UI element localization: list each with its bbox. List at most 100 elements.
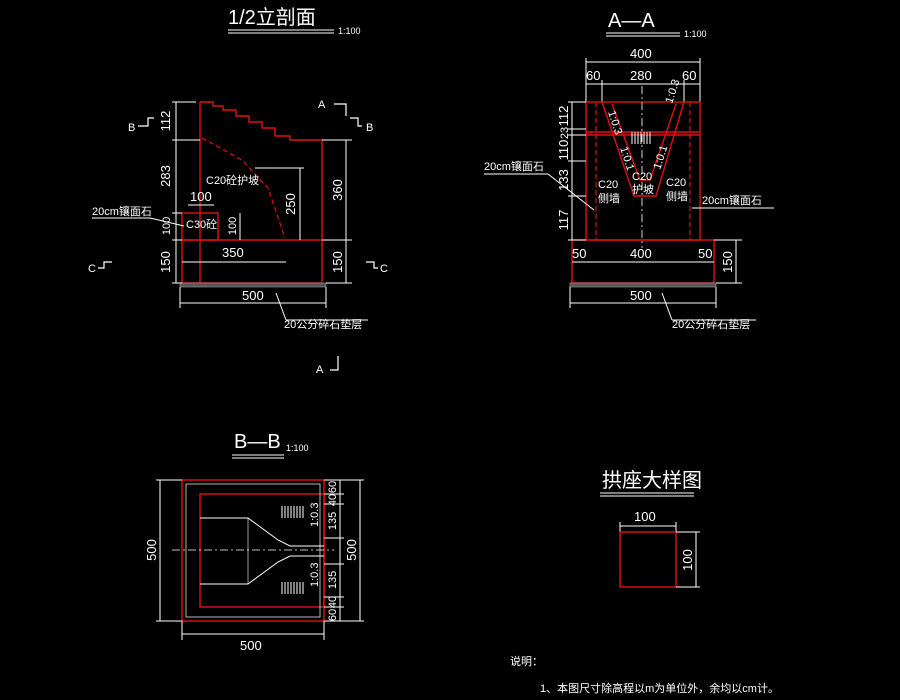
arch-seat-block bbox=[619, 531, 677, 588]
bb-slope-top: 1:0.3 bbox=[309, 503, 321, 527]
aa-slope-2: 1:0.3 bbox=[663, 78, 682, 105]
aa-dim-v112: 112 bbox=[556, 106, 571, 127]
elevation-c30-block bbox=[181, 212, 219, 241]
aa-dim-v117: 117 bbox=[556, 210, 571, 231]
aa-dim-mid280: 280 bbox=[630, 68, 652, 83]
elevation-dim-360: 360 bbox=[330, 179, 345, 201]
aa-dim-b400: 400 bbox=[630, 246, 652, 261]
bb-facing-outline bbox=[185, 483, 321, 618]
elevation-dim-350: 350 bbox=[222, 245, 244, 260]
elevation-dim-100c: 100 bbox=[227, 217, 239, 235]
aa-dim-left60: 60 bbox=[586, 68, 600, 83]
section-mark-a-bottom: A bbox=[316, 364, 324, 376]
section-mark-a-top-bracket bbox=[334, 103, 347, 116]
elevation-label-gravel: 20公分碎石垫层 bbox=[284, 317, 362, 331]
elevation-dim-250: 250 bbox=[283, 193, 298, 215]
notes-item-1: 1、本图尺寸除高程以m为单位外，余均以cm计。 bbox=[540, 681, 779, 695]
aa-gravel-layer bbox=[569, 282, 717, 288]
aa-dim-b50r: 50 bbox=[698, 246, 712, 261]
section-aa-scale: 1:100 bbox=[684, 29, 707, 39]
aa-dim-v110: 110 bbox=[556, 140, 571, 161]
aa-leader-gravel bbox=[661, 292, 673, 321]
notes: 说明： 1、本图尺寸除高程以m为单位外，余均以cm计。 bbox=[510, 654, 779, 695]
elevation-dim-112: 112 bbox=[158, 111, 173, 132]
elevation-dim-500: 500 bbox=[242, 288, 264, 303]
arch-seat-title: 拱座大样图 bbox=[602, 469, 702, 492]
aa-label-c20-right: C20 bbox=[666, 177, 686, 189]
bb-dim-r60b: 60 bbox=[327, 609, 339, 621]
aa-dim-b50l: 50 bbox=[572, 246, 586, 261]
aa-dim-b150: 150 bbox=[720, 251, 735, 273]
elevation-dim-150b: 150 bbox=[330, 251, 345, 273]
section-bb-scale: 1:100 bbox=[286, 443, 309, 453]
bb-dim-r135b: 135 bbox=[327, 571, 339, 589]
aa-slope-3: 1:0.1 bbox=[617, 145, 636, 172]
bb-dim-bottom500: 500 bbox=[240, 638, 262, 653]
elevation-leader-gravel bbox=[275, 292, 287, 321]
bb-dim-r60a: 60 bbox=[327, 481, 339, 493]
elevation-leader-facing-2 bbox=[149, 217, 185, 227]
arch-seat-dim-height: 100 bbox=[680, 549, 695, 571]
section-bb-title: B—B bbox=[234, 431, 281, 453]
arch-seat-view: 拱座大样图 100 100 bbox=[600, 469, 702, 588]
section-aa-title: A—A bbox=[608, 10, 655, 32]
bb-slope-bottom: 1:0.3 bbox=[309, 563, 321, 587]
section-mark-c-right-bracket bbox=[366, 261, 378, 269]
bb-dim-r40b: 40 bbox=[327, 596, 339, 608]
aa-dim-v133: 133 bbox=[556, 169, 571, 191]
elevation-dim-150a: 150 bbox=[158, 251, 173, 273]
aa-channel-inner bbox=[611, 103, 677, 181]
bb-inner-wall bbox=[199, 493, 325, 608]
section-aa-view: A—A 1:100 400 60 280 60 bbox=[484, 10, 774, 331]
aa-channel-trapezoid bbox=[601, 101, 685, 197]
elevation-scale: 1:100 bbox=[338, 26, 361, 36]
section-mark-b-right-bracket bbox=[350, 117, 362, 127]
aa-label-c20-left: C20 bbox=[598, 179, 618, 191]
bb-outer-wall bbox=[181, 479, 325, 622]
elevation-gravel-layer bbox=[179, 282, 327, 288]
elevation-label-c30: C30砼 bbox=[186, 218, 217, 231]
bb-channel-top bbox=[200, 517, 324, 547]
aa-hatch bbox=[631, 132, 651, 144]
section-mark-a-bottom-bracket bbox=[330, 356, 339, 371]
section-mark-c-left: C bbox=[88, 263, 96, 275]
elevation-dim-283: 283 bbox=[158, 165, 173, 187]
section-mark-c-left-bracket bbox=[98, 261, 112, 269]
aa-dim-right60: 60 bbox=[682, 68, 696, 83]
bb-dim-r40a: 40 bbox=[327, 494, 339, 506]
elevation-label-facing: 20cm镶面石 bbox=[92, 204, 152, 218]
bb-channel-bottom bbox=[200, 555, 324, 585]
section-mark-b-left-bracket bbox=[138, 117, 154, 127]
aa-dim-b500: 500 bbox=[630, 288, 652, 303]
elevation-label-c20: C20砼护坡 bbox=[206, 173, 259, 187]
aa-label-c20-mid: C20 bbox=[632, 171, 652, 183]
aa-label-facing-left: 20cm镶面石 bbox=[484, 159, 544, 173]
elevation-title: 1/2立剖面 bbox=[228, 6, 316, 29]
bb-hatch-bottom bbox=[281, 582, 304, 594]
bb-dim-r500: 500 bbox=[344, 539, 359, 561]
elevation-view: 1/2立剖面 1:100 112 283 100 150 100 100 bbox=[88, 6, 388, 376]
aa-label-facing-right: 20cm镶面石 bbox=[702, 193, 762, 207]
notes-heading: 说明： bbox=[510, 654, 543, 668]
aa-label-paving-mid: 护坡 bbox=[632, 182, 654, 196]
section-mark-a-top: A bbox=[318, 99, 326, 111]
elevation-dim-100b: 100 bbox=[190, 189, 212, 204]
aa-dim-top400: 400 bbox=[630, 46, 652, 61]
aa-label-wall-left: 侧墙 bbox=[598, 191, 620, 205]
bb-hatch-top bbox=[281, 506, 304, 518]
bb-dim-left500: 500 bbox=[144, 539, 159, 561]
elevation-paving-dashed bbox=[201, 137, 286, 239]
elevation-dim-100a: 100 bbox=[161, 217, 173, 235]
section-mark-c-right: C bbox=[380, 263, 388, 275]
aa-label-gravel: 20公分碎石垫层 bbox=[672, 317, 750, 331]
section-mark-b-right: B bbox=[366, 122, 373, 134]
aa-dim-v23: 23 bbox=[559, 127, 571, 139]
aa-leader-facing-left-2 bbox=[547, 173, 595, 211]
arch-seat-dim-width: 100 bbox=[634, 509, 656, 524]
bb-dim-r135a: 135 bbox=[327, 512, 339, 530]
section-mark-b-left: B bbox=[128, 122, 135, 134]
section-bb-view: B—B 1:100 1:0.3 1:0.3 bbox=[144, 431, 364, 653]
aa-label-wall-right: 侧墙 bbox=[666, 189, 688, 203]
